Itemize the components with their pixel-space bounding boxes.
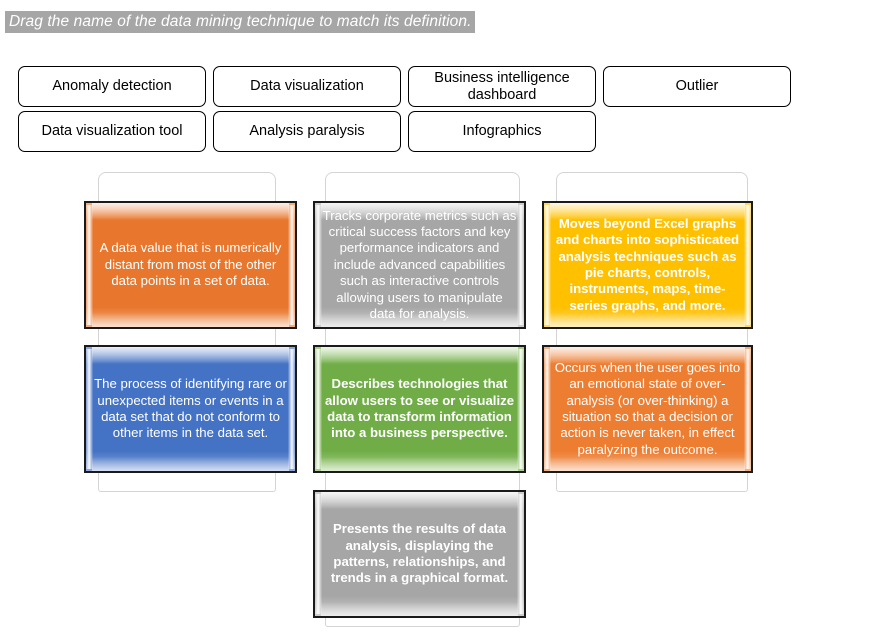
card-bevel-left [315,205,322,325]
card-bevel-right [517,494,524,614]
card-bevel-right [744,349,751,469]
card-bevel-left [86,205,93,325]
card-bevel-left [86,349,93,469]
card-bevel-right [744,205,751,325]
card-bevel-left [544,205,551,325]
card-bevel-right [288,349,295,469]
term-tile[interactable]: Infographics [408,111,596,152]
card-bevel-right [517,205,524,325]
card-bevel-right [517,349,524,469]
definition-data-visualization-tool[interactable]: Moves beyond Excel graphs and charts int… [542,201,753,329]
term-tile-label: Analysis paralysis [249,123,365,139]
definition-card-inner: Describes technologies that allow users … [315,347,524,471]
card-bevel-right [288,205,295,325]
instruction-text: Drag the name of the data mining techniq… [5,11,475,33]
card-bevel-left [315,494,322,614]
term-tile[interactable]: Anomaly detection [18,66,206,107]
term-tile-label: Business intelligence dashboard [434,69,570,103]
term-tile[interactable]: Business intelligence dashboard [408,66,596,107]
term-tile-label: Outlier [675,78,719,94]
definition-text: Moves beyond Excel graphs and charts int… [555,215,740,313]
definition-card-inner: Presents the results of data analysis, d… [315,492,524,616]
definition-text: Occurs when the user goes into an emotio… [554,359,741,457]
term-tile[interactable]: Analysis paralysis [213,111,401,152]
definition-card-inner: Occurs when the user goes into an emotio… [544,347,751,471]
definition-text: Tracks corporate metrics such as critica… [322,207,517,322]
definition-card-inner: A data value that is numerically distant… [86,203,295,327]
term-tile-label: Infographics [462,123,542,139]
definition-text: A data value that is numerically distant… [99,240,282,289]
definition-text: The process of identifying rare or unexp… [94,376,287,441]
definition-infographics[interactable]: Presents the results of data analysis, d… [313,490,526,618]
definition-card-inner: Tracks corporate metrics such as critica… [315,203,524,327]
term-tile-label: Anomaly detection [52,78,172,94]
term-tile[interactable]: Data visualization tool [18,111,206,152]
definition-text: Describes technologies that allow users … [324,376,515,441]
definition-outlier[interactable]: A data value that is numerically distant… [84,201,297,329]
definition-text: Presents the results of data analysis, d… [330,521,509,586]
card-bevel-left [315,349,322,469]
definition-bi-dashboard[interactable]: Tracks corporate metrics such as critica… [313,201,526,329]
definition-anomaly-detection[interactable]: The process of identifying rare or unexp… [84,345,297,473]
card-bevel-left [544,349,551,469]
definition-analysis-paralysis[interactable]: Occurs when the user goes into an emotio… [542,345,753,473]
term-tile-label: Data visualization [250,78,364,94]
term-tile-label: Data visualization tool [41,123,183,139]
definition-data-visualization[interactable]: Describes technologies that allow users … [313,345,526,473]
definition-card-inner: Moves beyond Excel graphs and charts int… [544,203,751,327]
term-tile[interactable]: Outlier [603,66,791,107]
definition-card-inner: The process of identifying rare or unexp… [86,347,295,471]
term-tile[interactable]: Data visualization [213,66,401,107]
